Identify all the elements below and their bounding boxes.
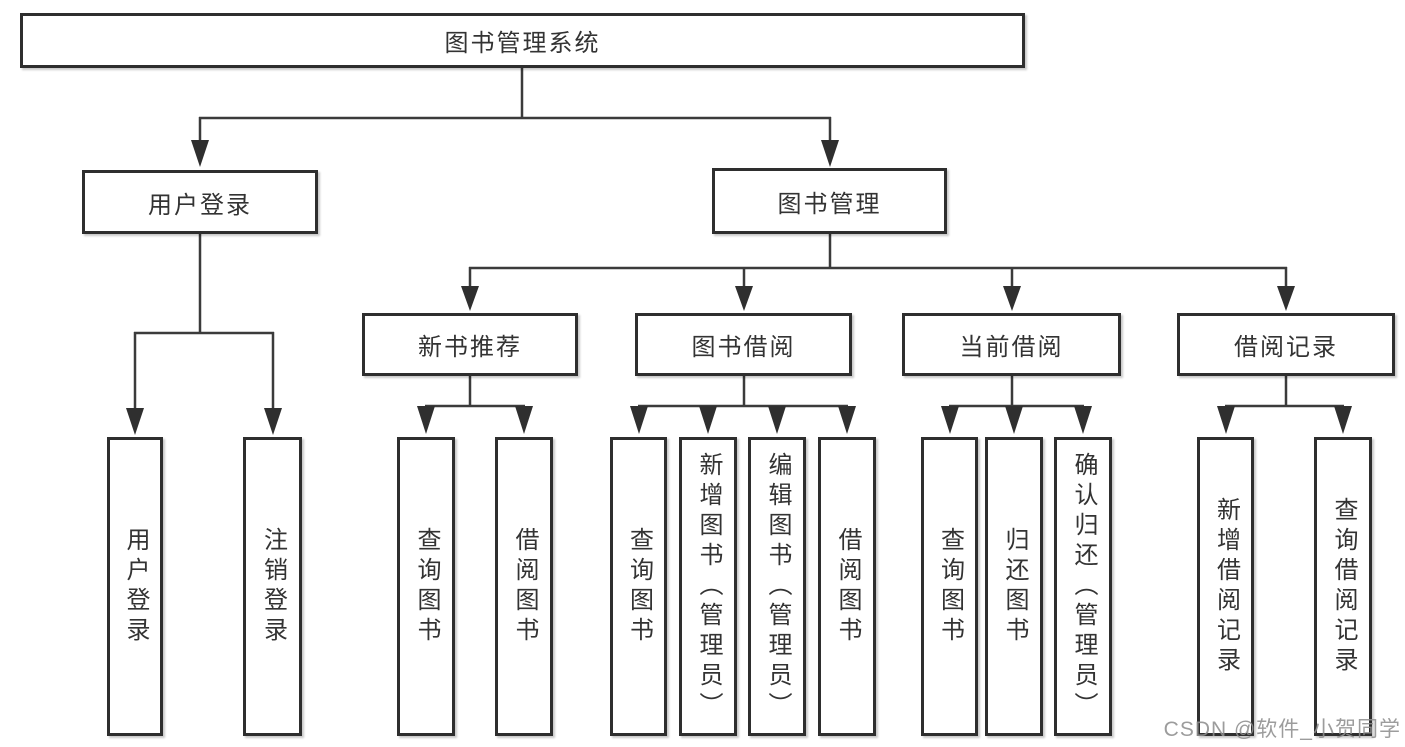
arrow-down-icon [515,406,533,434]
leaf-borrowing-borrow-books: 借阅图书 [818,437,876,736]
leaf-current-query-books: 查询图书 [921,437,978,736]
arrow-down-icon [461,286,479,311]
leaf-records-query-record: 查询借阅记录 [1314,437,1372,736]
node-current-borrowing: 当前借阅 [902,313,1121,376]
arrow-down-icon [699,406,717,434]
watermark: CSDN @软件_小贺同学 [1163,718,1401,741]
node-label: 当前借阅 [959,334,1064,361]
arrow-down-icon [630,406,648,434]
connector-book-borrowing [638,374,848,408]
connector-user-login [133,232,275,410]
leaf-label: 新增借阅记录 [1212,496,1240,677]
leaf-label: 归还图书 [1001,526,1028,647]
arrow-down-icon [735,286,753,311]
leaf-label: 确认归还（管理员） [1070,451,1097,722]
connector-book-management [468,232,1288,288]
node-user-login: 用户登录 [82,170,318,234]
arrow-down-icon [1074,406,1092,434]
arrow-down-icon [191,140,209,167]
leaf-label: 注销登录 [259,526,287,647]
leaf-borrowing-edit-books-admin: 编辑图书（管理员） [748,437,806,736]
arrow-down-icon [838,406,856,434]
node-label: 用户登录 [148,191,252,219]
leaf-label: 编辑图书（管理员） [764,451,791,722]
leaf-logout: 注销登录 [243,437,302,736]
arrowheads [126,140,1352,435]
arrow-down-icon [417,406,435,434]
node-new-book-recommendation: 新书推荐 [362,313,578,376]
node-borrowing-records: 借阅记录 [1177,313,1395,376]
leaf-label: 查询图书 [413,526,440,647]
node-label: 图书管理系统 [444,30,601,57]
node-book-management: 图书管理 [712,168,947,234]
arrow-down-icon [126,408,144,435]
arrow-down-icon [768,406,786,434]
leaf-current-confirm-return-admin: 确认归还（管理员） [1054,437,1112,736]
leaf-borrowing-add-books-admin: 新增图书（管理员） [679,437,737,736]
leaf-label: 查询借阅记录 [1330,496,1357,677]
connector-current-borrowing [949,374,1084,408]
leaf-label: 用户登录 [122,526,149,647]
arrow-down-icon [1003,286,1021,311]
arrow-down-icon [1005,406,1023,434]
arrow-down-icon [264,408,282,435]
arrow-down-icon [1277,286,1295,311]
leaf-user-login: 用户登录 [107,437,163,736]
connector-root [198,66,832,142]
leaf-records-add-record: 新增借阅记录 [1197,437,1254,736]
arrow-down-icon [1217,406,1235,434]
connector-new-book-recommendation [425,374,525,408]
leaf-current-return-books: 归还图书 [985,437,1043,736]
arrow-down-icon [821,140,839,167]
node-label: 新书推荐 [418,334,522,361]
leaf-recommend-borrow-books: 借阅图书 [495,437,553,736]
connector-borrowing-records [1225,374,1344,408]
leaf-label: 查询图书 [625,526,653,647]
leaf-label: 借阅图书 [834,526,861,647]
leaf-label: 借阅图书 [511,526,538,647]
leaf-recommend-query-books: 查询图书 [397,437,455,736]
arrow-down-icon [1334,406,1352,434]
leaf-label: 新增图书（管理员） [695,451,722,722]
node-label: 图书管理 [777,190,882,218]
node-label: 图书借阅 [691,334,796,361]
node-library-management-system: 图书管理系统 [20,13,1025,68]
node-book-borrowing: 图书借阅 [635,313,852,376]
node-label: 借阅记录 [1234,334,1338,361]
leaf-label: 查询图书 [936,526,964,647]
arrow-down-icon [941,406,959,434]
leaf-borrowing-query-books: 查询图书 [610,437,667,736]
